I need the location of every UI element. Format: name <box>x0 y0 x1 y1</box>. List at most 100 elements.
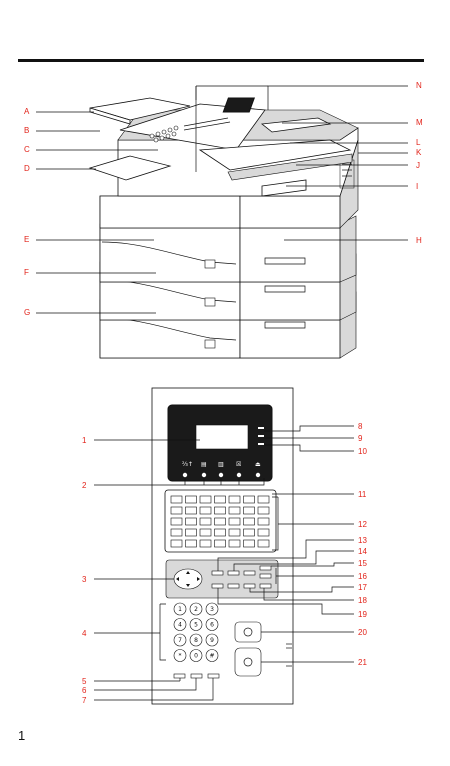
panel-callout-labels: 1 2 3 4 5 6 7 8 9 10 11 12 13 14 15 16 1… <box>82 422 367 705</box>
one-touch-key <box>199 495 212 504</box>
svg-text:⅔↑: ⅔↑ <box>182 461 193 468</box>
one-touch-key <box>170 539 183 548</box>
one-touch-key <box>243 495 255 504</box>
callout-J: J <box>416 161 420 170</box>
callout-8: 8 <box>358 422 363 431</box>
one-touch-key <box>170 528 183 537</box>
numeric-key <box>173 602 187 616</box>
start-key <box>234 647 262 677</box>
one-touch-key <box>185 506 197 515</box>
numeric-key <box>173 633 187 647</box>
callout-3: 3 <box>82 575 87 584</box>
function-keys: ⅔↑ ▤ ▥ ☒ ⏏ <box>182 461 261 478</box>
callout-1: 1 <box>82 436 87 445</box>
one-touch-key <box>257 528 270 537</box>
numeric-key-label: 0 <box>194 653 198 660</box>
numeric-key-label: 1 <box>178 606 182 613</box>
callout-M: M <box>416 118 423 127</box>
callout-7: 7 <box>82 696 87 705</box>
numeric-key <box>173 649 187 662</box>
callout-10: 10 <box>358 447 367 456</box>
numeric-key-label: 4 <box>178 622 182 629</box>
numeric-key-label: 5 <box>194 622 198 629</box>
stop-key <box>234 621 262 643</box>
lcd-small <box>222 97 256 113</box>
page-number: 1 <box>18 728 25 743</box>
callout-L: L <box>416 138 421 147</box>
one-touch-key <box>199 506 212 515</box>
numeric-key <box>189 633 203 647</box>
control-panel-illustration: ⅔↑ ▤ ▥ ☒ ⏏ <box>151 387 294 705</box>
one-touch-key <box>228 539 241 548</box>
numeric-key-label: 9 <box>210 637 214 644</box>
one-touch-key <box>228 528 241 537</box>
operator-panel-slope <box>119 103 266 151</box>
function-row-keys <box>211 565 272 589</box>
callout-11: 11 <box>358 490 367 499</box>
callout-G: G <box>24 308 30 317</box>
one-touch-key <box>257 517 270 526</box>
callout-21: 21 <box>358 658 367 667</box>
callout-19: 19 <box>358 610 367 619</box>
one-touch-key <box>243 506 255 515</box>
callout-N: N <box>416 81 422 90</box>
callout-15: 15 <box>358 559 367 568</box>
device-callout-lines <box>36 85 408 314</box>
svg-text:☒: ☒ <box>236 461 241 468</box>
numeric-key-label: 7 <box>178 637 182 644</box>
callout-D: D <box>24 164 30 173</box>
callout-A: A <box>24 107 30 116</box>
callout-13: 13 <box>358 536 367 545</box>
callout-14: 14 <box>358 547 367 556</box>
callout-20: 20 <box>358 628 367 637</box>
callout-H: H <box>416 236 422 245</box>
toner-cover <box>260 117 332 133</box>
numeric-key <box>205 633 219 647</box>
svg-text:▥: ▥ <box>218 461 224 468</box>
numeric-key-label: 6 <box>210 622 214 629</box>
callout-12: 12 <box>358 520 367 529</box>
one-touch-key <box>170 517 183 526</box>
one-touch-key <box>243 517 255 526</box>
callout-2: 2 <box>82 481 87 490</box>
callout-I: I <box>416 182 418 191</box>
bottom-left-keys <box>173 673 220 679</box>
callout-4: 4 <box>82 629 87 638</box>
header-rule <box>18 59 424 62</box>
one-touch-key <box>185 495 197 504</box>
numeric-key <box>205 618 219 631</box>
one-touch-key <box>257 495 270 504</box>
svg-text:▤: ▤ <box>201 461 207 468</box>
fax-device-illustration <box>88 97 359 359</box>
callout-C: C <box>24 145 30 154</box>
one-touch-key <box>214 528 226 537</box>
paper-stopper <box>261 179 307 197</box>
one-touch-key <box>257 506 270 515</box>
numeric-key <box>205 649 219 662</box>
one-touch-key <box>228 517 241 526</box>
numeric-key-label: # <box>209 653 214 660</box>
device-keypad <box>149 117 231 143</box>
callout-16: 16 <box>358 572 367 581</box>
navigation-cluster <box>173 568 203 590</box>
one-touch-key <box>185 517 197 526</box>
one-touch-key <box>228 506 241 515</box>
one-touch-key <box>199 528 212 537</box>
one-touch-key <box>214 506 226 515</box>
callout-F: F <box>24 268 29 277</box>
one-touch-key <box>199 517 212 526</box>
led-indicators <box>258 427 264 445</box>
device-callout-labels: N M L K J I H A B C D E F G <box>24 81 423 317</box>
one-touch-key <box>214 539 226 548</box>
callout-K: K <box>416 148 422 157</box>
one-touch-key <box>243 539 255 548</box>
callout-6: 6 <box>82 686 87 695</box>
callout-5: 5 <box>82 677 87 686</box>
numeric-key <box>189 618 203 631</box>
one-touch-key <box>243 528 255 537</box>
numeric-key-label: 3 <box>210 606 214 613</box>
callout-18: 18 <box>358 596 367 605</box>
numeric-key-label: 8 <box>194 637 198 644</box>
paper-cassette-e <box>99 215 357 283</box>
